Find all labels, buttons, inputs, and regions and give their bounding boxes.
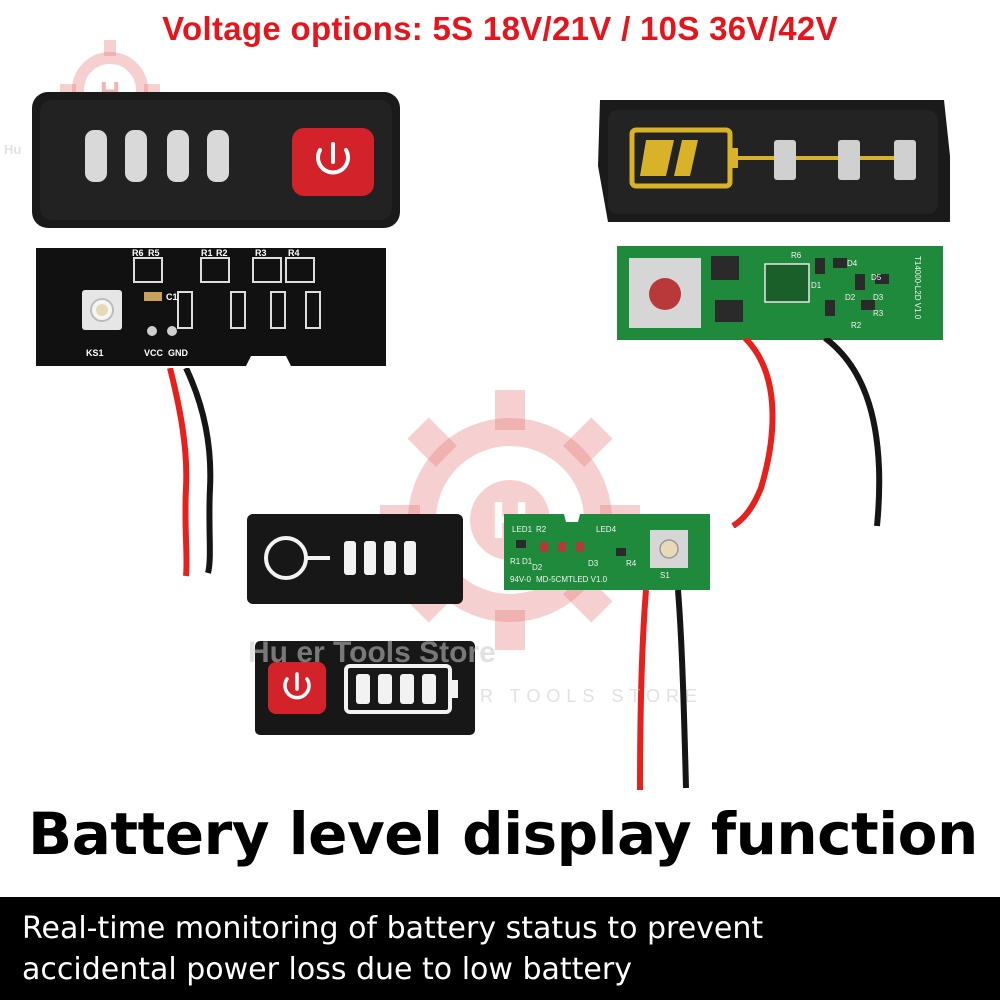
corner-watermark-text: Hu <box>4 142 22 157</box>
svg-text:KS1: KS1 <box>86 348 104 358</box>
feature-title: Battery level display function <box>28 800 978 868</box>
svg-text:R1: R1 <box>201 248 213 258</box>
panel-a-pcb: R6 R5 R1 R2 R3 R4 C1 KS1 VCC GND <box>36 248 386 366</box>
svg-text:R1: R1 <box>510 557 521 566</box>
svg-text:R3: R3 <box>255 248 267 258</box>
svg-text:D2: D2 <box>532 563 543 572</box>
panel-c-cover <box>247 514 463 604</box>
svg-text:R3: R3 <box>873 309 884 318</box>
svg-text:R2: R2 <box>216 248 228 258</box>
svg-text:D1: D1 <box>811 281 822 290</box>
svg-text:S1: S1 <box>660 571 670 580</box>
panel-b-pcb: R6 D4 D5 D1 D2 D3 R2 R3 T14000-L2D V1.0 <box>617 246 943 340</box>
caption-line-2: accidental power loss due to low battery <box>22 952 632 987</box>
svg-text:D1: D1 <box>522 557 533 566</box>
led-windows-b <box>774 140 916 180</box>
svg-text:R2: R2 <box>851 321 862 330</box>
svg-text:R2: R2 <box>536 525 547 534</box>
panel-b-wires <box>731 338 883 528</box>
headline: Voltage options: 5S 18V/21V / 10S 36V/42… <box>162 10 838 47</box>
panel-c-wires <box>637 590 689 791</box>
svg-text:D2: D2 <box>845 293 856 302</box>
power-icon <box>268 662 326 714</box>
panel-a-wires <box>167 368 214 577</box>
svg-text:D3: D3 <box>873 293 884 302</box>
svg-text:VCC: VCC <box>144 348 164 358</box>
svg-text:R5: R5 <box>148 248 160 258</box>
svg-text:R4: R4 <box>626 559 637 568</box>
battery-icon <box>629 127 916 189</box>
svg-text:D4: D4 <box>847 259 858 268</box>
panel-b-cover <box>598 100 950 222</box>
caption-bar <box>0 897 1000 1000</box>
panel-d-cover <box>255 641 475 735</box>
svg-text:R6: R6 <box>791 251 802 260</box>
svg-text:LED1: LED1 <box>512 525 533 534</box>
svg-text:R4: R4 <box>288 248 300 258</box>
svg-text:T14000-L2D V1.0: T14000-L2D V1.0 <box>913 256 922 320</box>
svg-text:LED4: LED4 <box>596 525 617 534</box>
svg-text:D5: D5 <box>871 273 882 282</box>
store-watermark: Hu er Tools Store <box>248 636 496 669</box>
battery-icon <box>344 664 458 714</box>
led-windows <box>85 130 229 182</box>
svg-text:D3: D3 <box>588 559 599 568</box>
svg-text:94V-0: 94V-0 <box>510 575 531 584</box>
svg-text:MD-5CMTLED V1.0: MD-5CMTLED V1.0 <box>536 575 608 584</box>
panel-c-pcb: LED1 R2 LED4 R1 D1 D2 D3 S1 R4 MD-5CMTLE… <box>504 514 710 590</box>
panel-a-cover <box>32 92 400 228</box>
caption-line-1: Real-time monitoring of battery status t… <box>22 911 764 946</box>
key-icon <box>264 536 330 580</box>
svg-text:GND: GND <box>168 348 189 358</box>
svg-text:R6: R6 <box>132 248 144 258</box>
svg-text:C1: C1 <box>166 292 178 302</box>
power-icon <box>292 128 374 196</box>
store-watermark-sub: R TOOLS STORE <box>480 686 704 706</box>
